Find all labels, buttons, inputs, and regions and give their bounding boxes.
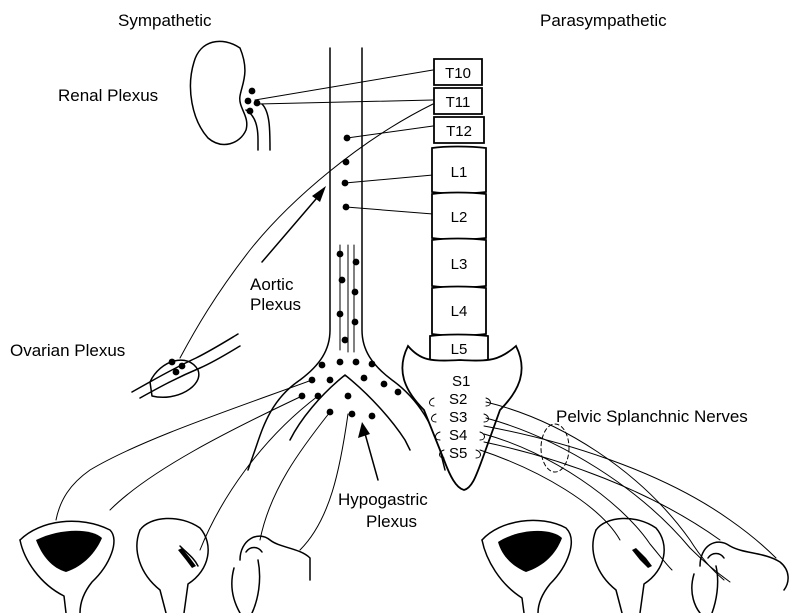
- label-ovarian-plexus: Ovarian Plexus: [10, 341, 125, 360]
- rectum-left: [232, 536, 310, 613]
- renal-ganglion-dot: [249, 88, 256, 95]
- hypogastric-dot: [369, 413, 376, 420]
- hypogastric-dot: [381, 381, 388, 388]
- label-hypogastric-plexus-2: Plexus: [366, 512, 417, 531]
- hypogastric-dot: [337, 359, 344, 366]
- hypogastric-dot: [349, 411, 356, 418]
- heading-parasympathetic: Parasympathetic: [540, 11, 667, 30]
- ovarian-plexus-dot: [173, 369, 180, 376]
- sympathetic-fibre: [110, 396, 302, 510]
- aortic-plexus-dot: [337, 311, 344, 318]
- ovarian-plexus-dot: [179, 363, 186, 370]
- sacral-segment-label: S5: [449, 445, 467, 462]
- vertebra-label: T12: [446, 123, 472, 140]
- label-renal-plexus: Renal Plexus: [58, 86, 158, 105]
- label-aortic-plexus: Aortic: [250, 275, 294, 294]
- sacral-segment-label: S4: [449, 427, 467, 444]
- uterus-left: [20, 521, 114, 613]
- hypogastric-dot: [361, 375, 368, 382]
- ovary: [132, 334, 240, 398]
- hypogastric-dot: [345, 393, 352, 400]
- renal-nerve-t11: [258, 100, 433, 104]
- nerve-l2: [346, 207, 433, 214]
- ovarian-plexus-dot: [169, 359, 176, 366]
- aortic-plexus-dot: [342, 337, 349, 344]
- sympathetic-fibre: [300, 414, 348, 550]
- hypogastric-arrow: [364, 430, 378, 480]
- renal-ganglion-dot: [245, 98, 252, 105]
- hypogastric-dot: [369, 361, 376, 368]
- pelvic-splanchnic-bundle-ring: [541, 424, 569, 472]
- ovarian-nerve: [180, 104, 433, 358]
- vertebra-label: L4: [451, 303, 468, 320]
- aortic-arrow: [262, 192, 322, 262]
- bladder-right: [593, 518, 664, 613]
- aortic-plexus-dot: [339, 277, 346, 284]
- hypogastric-dot: [395, 389, 402, 396]
- hypogastric-dot: [319, 362, 326, 369]
- aortic-dot: [343, 159, 350, 166]
- vertebra-label: L2: [451, 209, 468, 226]
- renal-ganglion-dot: [254, 100, 261, 107]
- sacral-segment-label: S3: [449, 409, 467, 426]
- sacral-segment-label: S2: [449, 391, 467, 408]
- bladder-left: [137, 518, 208, 613]
- renal-ganglion-dot: [247, 108, 254, 115]
- aortic-plexus-dot: [352, 319, 359, 326]
- heading-sympathetic: Sympathetic: [118, 11, 212, 30]
- renal-nerve-t10: [255, 70, 433, 100]
- aortic-plexus-dot: [352, 289, 359, 296]
- sympathetic-fibre: [200, 396, 318, 550]
- aorta: [248, 48, 445, 470]
- rectum-right: [692, 542, 788, 613]
- sacral-segment-label: S1: [452, 373, 470, 390]
- kidney: [190, 41, 270, 150]
- hypogastric-arrowhead: [358, 422, 370, 438]
- nerve-l1: [345, 175, 433, 183]
- aortic-plexus-dot: [337, 251, 344, 258]
- aortic-arrowhead: [312, 186, 326, 202]
- label-pelvic-splanchnic-nerves: Pelvic Splanchnic Nerves: [556, 407, 748, 426]
- hypogastric-dot: [353, 359, 360, 366]
- aortic-plexus-dot: [353, 259, 360, 266]
- label-hypogastric-plexus: Hypogastric: [338, 490, 428, 509]
- vertebra-label: L5: [451, 341, 468, 358]
- vertebra-label: L1: [451, 164, 468, 181]
- vertebra-label: L3: [451, 256, 468, 273]
- vertebra-label: T10: [445, 65, 471, 82]
- vertebra-label: T11: [446, 94, 471, 111]
- uterus-right: [482, 520, 571, 613]
- label-aortic-plexus-2: Plexus: [250, 295, 301, 314]
- hypogastric-dot: [327, 377, 334, 384]
